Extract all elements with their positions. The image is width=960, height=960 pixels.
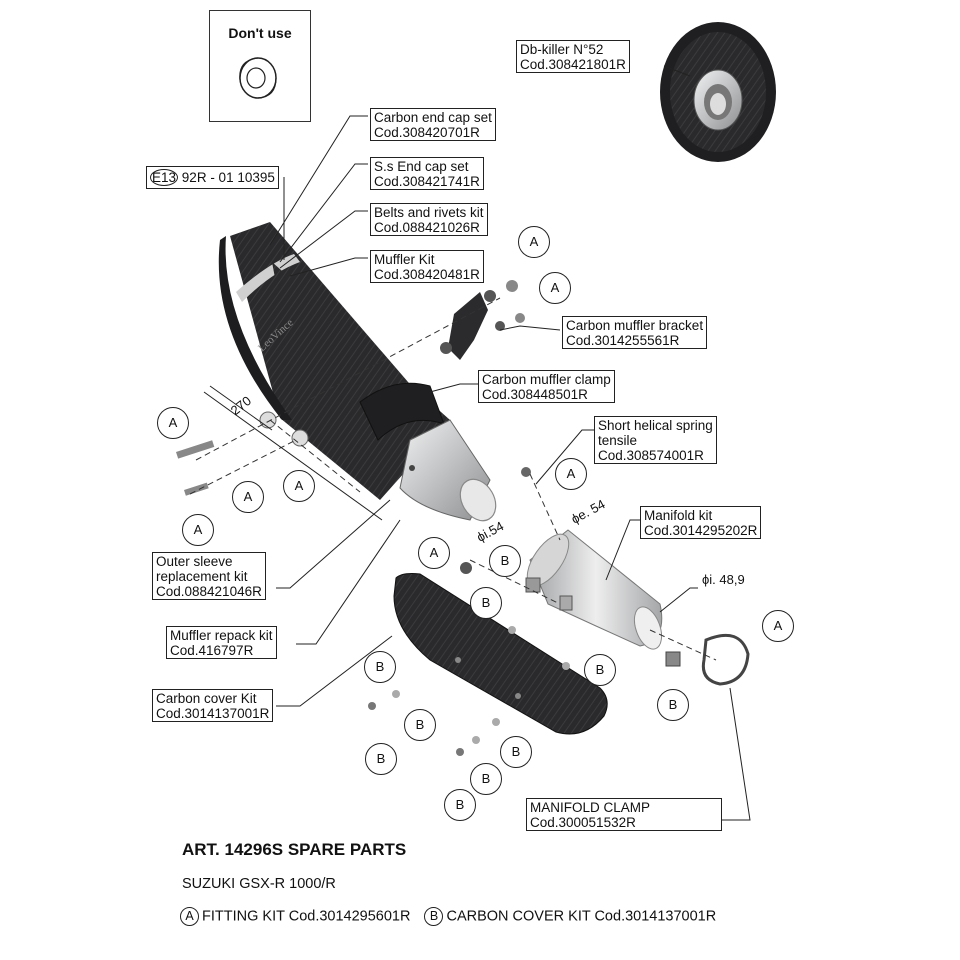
e-mark: E13 bbox=[150, 169, 179, 186]
badge-a: A bbox=[182, 514, 214, 546]
label-carbon-end-cap: Carbon end cap set Cod.308420701R bbox=[370, 108, 496, 141]
label-carbon-clamp: Carbon muffler clamp Cod.308448501R bbox=[478, 370, 615, 403]
label-carbon-bracket: Carbon muffler bracket Cod.3014255561R bbox=[562, 316, 708, 349]
manifold-clamp-part bbox=[665, 633, 750, 686]
label-manifold-kit: Manifold kit Cod.3014295202R bbox=[640, 506, 762, 539]
badge-a: A bbox=[157, 407, 189, 439]
label-helical-spring: Short helical spring tensile Cod.3085740… bbox=[594, 416, 717, 464]
badge-b: B bbox=[470, 587, 502, 619]
manifold-pipe bbox=[525, 529, 663, 650]
label-belts-rivets: Belts and rivets kit Cod.088421026R bbox=[370, 203, 488, 236]
db-killer-image bbox=[660, 22, 776, 162]
label-db-killer: Db-killer N°52 Cod.308421801R bbox=[516, 40, 630, 73]
badge-b: B bbox=[365, 743, 397, 775]
fitting-kit-letter: A bbox=[180, 907, 199, 926]
badge-b: B bbox=[657, 689, 689, 721]
label-ss-end-cap: S.s End cap set Cod.308421741R bbox=[370, 157, 484, 190]
homologation-label: E13 92R - 01 10395 bbox=[146, 166, 279, 189]
cover-kit-label: CARBON COVER KIT Cod.3014137001R bbox=[446, 908, 717, 925]
badge-a: A bbox=[232, 481, 264, 513]
badge-b: B bbox=[364, 651, 396, 683]
badge-b: B bbox=[500, 736, 532, 768]
label-carbon-cover: Carbon cover Kit Cod.3014137001R bbox=[152, 689, 274, 722]
fitting-kit-label: FITTING KIT Cod.3014295601R bbox=[202, 908, 411, 925]
dont-use-label: Don't use bbox=[228, 25, 292, 41]
muffler-body: LeoVince bbox=[218, 222, 450, 500]
badge-b: B bbox=[489, 545, 521, 577]
badge-a: A bbox=[539, 272, 571, 304]
badge-a: A bbox=[518, 226, 550, 258]
label-muffler-kit: Muffler Kit Cod.308420481R bbox=[370, 250, 484, 283]
badge-b: B bbox=[444, 789, 476, 821]
muffler-bracket-parts bbox=[175, 280, 531, 574]
leader-lines bbox=[203, 65, 751, 821]
cover-screws bbox=[368, 626, 570, 756]
label-outer-sleeve: Outer sleeve replacement kit Cod.0884210… bbox=[152, 552, 266, 600]
page-title: ART. 14296S SPARE PARTS bbox=[182, 840, 407, 859]
homologation-number: 92R - 01 10395 bbox=[181, 170, 275, 185]
muffler-cone bbox=[399, 419, 497, 522]
label-manifold-clamp: MANIFOLD CLAMP Cod.300051532R bbox=[526, 798, 722, 831]
cover-kit-letter: B bbox=[424, 907, 444, 926]
label-repack-kit: Muffler repack kit Cod.416797R bbox=[166, 626, 277, 659]
badge-b: B bbox=[404, 709, 436, 741]
badge-b: B bbox=[584, 654, 616, 686]
model-name: SUZUKI GSX-R 1000/R bbox=[182, 876, 336, 892]
dont-use-box: Don't use bbox=[209, 10, 311, 122]
carbon-cover bbox=[393, 573, 608, 735]
dimension-inner-48-9: ϕi. 48,9 bbox=[702, 572, 745, 587]
dont-use-part-icon bbox=[239, 57, 277, 99]
badge-a: A bbox=[418, 537, 450, 569]
badge-b: B bbox=[470, 763, 502, 795]
badge-a: A bbox=[762, 610, 794, 642]
badge-a: A bbox=[555, 458, 587, 490]
badge-a: A bbox=[283, 470, 315, 502]
assembly-axis-lines bbox=[189, 297, 717, 661]
